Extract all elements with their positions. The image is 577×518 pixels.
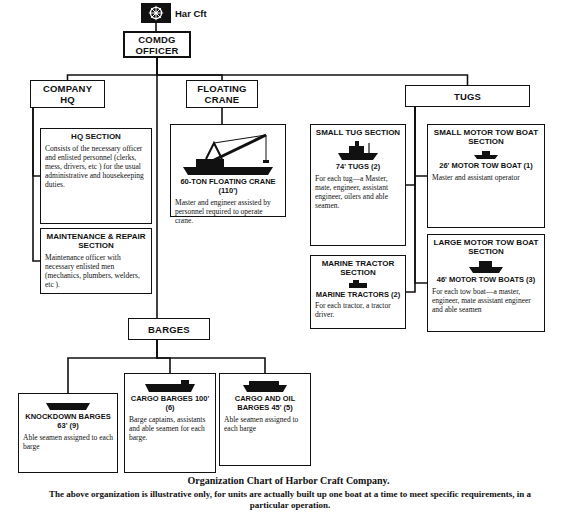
duty-text: Barge captains, assistants and able seam…: [129, 415, 211, 442]
craft-silhouette: [243, 380, 287, 392]
unit-heading: BARGES: [148, 324, 190, 335]
craft-silhouette-use: [149, 6, 163, 20]
branch-box: FLOATING CRANE: [186, 80, 258, 108]
org-connector: [68, 58, 158, 80]
unit-symbol-box: Har Cft: [141, 3, 171, 23]
section-box: LARGE MOTOR TOW BOAT SECTION 46' MOTOR TO…: [427, 234, 545, 332]
org-connector: [406, 107, 415, 292]
duty-text: Able seamen assigned to each barge: [224, 415, 306, 433]
section-heading: SMALL TUG SECTION: [315, 128, 401, 137]
org-connector: [415, 107, 427, 283]
craft-box: KNOCKDOWN BARGES 63' (9) Able seamen assi…: [18, 393, 118, 473]
unit-heading: FLOATING CRANE: [191, 83, 253, 105]
duty-text: Master and engineer assisted by personne…: [175, 198, 281, 225]
craft-silhouette-use: [46, 403, 90, 410]
unit-heading: TUGS: [454, 91, 481, 102]
craft-name: CARGO AND OIL BARGES 45' (5): [224, 394, 306, 412]
craft-name: MARINE TRACTORS (2): [315, 290, 401, 299]
craft-box: CARGO AND OIL BARGES 45' (5) Able seamen …: [219, 373, 311, 466]
section-box: SMALL MOTOR TOW BOAT SECTION 26' MOTOR TO…: [427, 124, 545, 228]
section-box: SMALL TUG SECTION 74' TUGS (2) For each tu…: [310, 124, 406, 246]
section-heading: MARINE TRACTOR SECTION: [315, 259, 401, 277]
craft-silhouette-use: [183, 135, 273, 175]
unit-designation: Har Cft: [175, 8, 207, 19]
craft-silhouette: [145, 380, 195, 392]
unit-heading: COMDG OFFICER: [129, 34, 185, 56]
craft-silhouette-use: [469, 261, 503, 273]
craft-silhouette: [178, 131, 278, 175]
figure-caption: Organization Chart of Harbor Craft Compa…: [0, 475, 577, 486]
figure-note: The above organization is illustrative o…: [40, 489, 540, 512]
duty-text: For each tractor, a tractor driver.: [315, 301, 401, 319]
craft-silhouette: [148, 5, 164, 21]
duty-text: Consists of the necessary officer and en…: [45, 144, 147, 189]
section-heading: LARGE MOTOR TOW BOAT SECTION: [432, 238, 540, 256]
craft-name: 26' MOTOR TOW BOAT (1): [432, 161, 540, 170]
craft-silhouette: [338, 140, 378, 160]
craft-silhouette: [469, 259, 503, 273]
branch-box: TUGS: [405, 85, 530, 107]
duty-text: Master and assistant operator: [432, 173, 540, 182]
craft-silhouette-use: [145, 380, 195, 392]
craft-name: 60-TON FLOATING CRANE (110'): [175, 177, 281, 195]
org-connector: [155, 23, 157, 31]
org-connector: [157, 340, 170, 373]
org-connector: [33, 108, 40, 176]
duty-text: Maintenance officer with necessary enlis…: [45, 253, 147, 289]
section-heading: SMALL MOTOR TOW BOAT SECTION: [432, 128, 540, 146]
duty-text: Able seamen assigned to each barge: [23, 433, 113, 451]
org-connector: [415, 107, 427, 176]
org-connector: [221, 108, 223, 124]
craft-name: KNOCKDOWN BARGES 63' (9): [23, 412, 113, 430]
section-box: MARINE TRACTOR SECTION MARINE TRACTORS (2…: [310, 255, 406, 329]
craft-box: CARGO BARGES 100' (6) Barge captains, ass…: [124, 373, 216, 473]
craft-silhouette-use: [474, 151, 498, 159]
craft-name: 74' TUGS (2): [315, 162, 401, 171]
craft-silhouette: [46, 400, 90, 410]
duty-text: For each tow boat—a master, engineer, ma…: [432, 287, 540, 314]
branch-box: COMPANY HQ: [30, 80, 105, 108]
org-connector: [156, 58, 158, 318]
org-connector: [157, 58, 222, 80]
section-box: MAINTENANCE & REPAIR SECTION Maintenance …: [40, 228, 152, 294]
section-heading: HQ SECTION: [45, 132, 147, 141]
craft-silhouette-use: [338, 141, 378, 160]
org-connector: [157, 340, 265, 373]
craft-name: CARGO BARGES 100' (6): [129, 394, 211, 412]
craft-silhouette-use: [243, 381, 287, 392]
section-box: HQ SECTION Consists of the necessary offi…: [40, 128, 152, 224]
command-box: COMDG OFFICER: [123, 31, 191, 58]
org-connector: [406, 107, 415, 185]
craft-box: 60-TON FLOATING CRANE (110')Master and e…: [170, 124, 286, 217]
section-heading: MAINTENANCE & REPAIR SECTION: [45, 232, 147, 250]
craft-silhouette-use: [349, 280, 367, 288]
craft-silhouette: [474, 149, 498, 159]
craft-name: 46' MOTOR TOW BOATS (3): [432, 275, 540, 284]
duty-text: For each tug—a Master, mate, engineer, a…: [315, 174, 401, 210]
org-connector: [33, 108, 40, 261]
unit-heading: COMPANY HQ: [43, 83, 92, 105]
craft-silhouette: [347, 280, 369, 288]
branch-box: BARGES: [128, 318, 210, 340]
